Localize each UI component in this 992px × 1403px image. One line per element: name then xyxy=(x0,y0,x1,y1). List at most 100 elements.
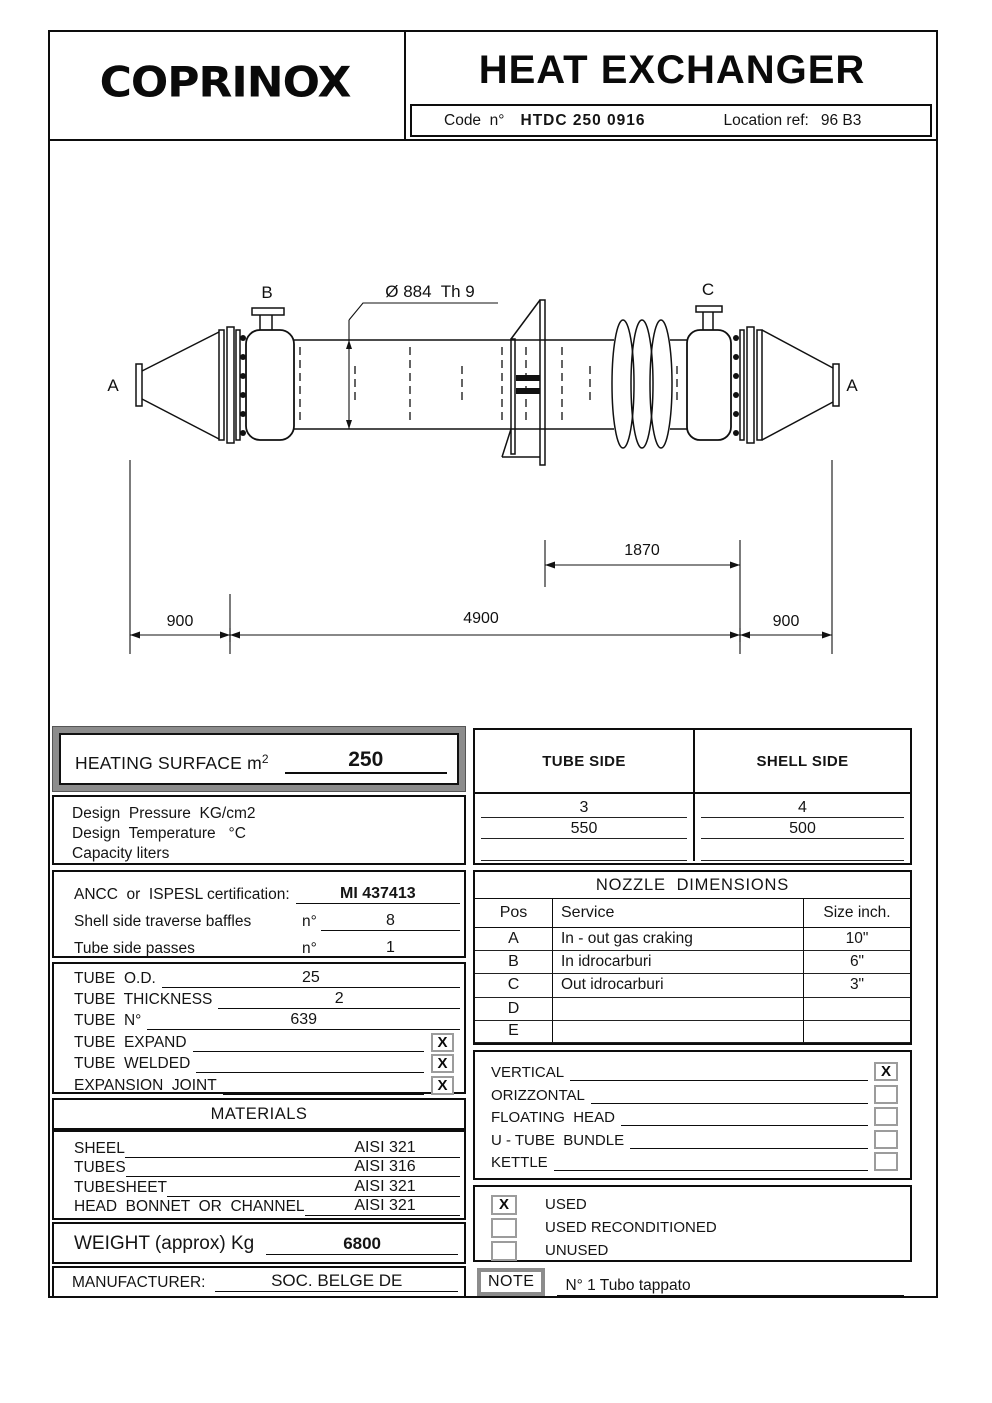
nozzle-row-a-size: 10" xyxy=(804,928,910,952)
nozzle-row-b-service: In idrocarburi xyxy=(553,951,804,975)
note-label-box: NOTE xyxy=(477,1268,546,1296)
passes-label: Tube side passes xyxy=(74,940,195,957)
note-row: NOTE N° 1 Tubo tappato xyxy=(473,1266,912,1296)
manufacturer-label: MANUFACTURER: xyxy=(72,1274,206,1291)
floating-head-checkbox xyxy=(874,1107,898,1126)
heating-surface-sup: 2 xyxy=(261,752,269,766)
dimension-arrows xyxy=(130,340,832,639)
tube-expand-label: TUBE EXPAND xyxy=(74,1033,187,1051)
orientation-box: VERTICAL X ORIZZONTAL FLOATING HEAD U - … xyxy=(473,1050,912,1180)
side-table: TUBE SIDE SHELL SIDE 3 4 550 500 xyxy=(473,728,912,865)
used-label: USED xyxy=(545,1196,587,1213)
pos-column-header: Pos xyxy=(475,899,553,927)
header-bottom-divider xyxy=(48,139,938,141)
tubes-value: AISI 316 xyxy=(354,1158,416,1175)
nozzle-dimensions-title: NOZZLE DIMENSIONS xyxy=(475,872,910,899)
dim-4900-label: 4900 xyxy=(463,610,499,627)
tube-od-label: TUBE O.D. xyxy=(74,970,156,987)
capacity-label: Capacity liters xyxy=(72,845,170,862)
u-tube-bundle-checkbox xyxy=(874,1129,898,1149)
orizzontal-checkbox xyxy=(874,1084,898,1104)
head-bonnet-label: HEAD BONNET OR CHANNEL xyxy=(74,1198,305,1215)
nozzle-row-a-service: In - out gas craking xyxy=(553,928,804,952)
passes-n-label: n° xyxy=(302,940,317,957)
certification-box: ANCC or ISPESL certification: MI 437413 … xyxy=(52,870,466,958)
tube-welded-label: TUBE WELDED xyxy=(74,1055,191,1072)
baffle-lines xyxy=(299,347,678,424)
materials-title-box: MATERIALS xyxy=(52,1098,466,1130)
tube-od-value: 25 xyxy=(161,969,460,988)
nozzle-row-e-pos: E xyxy=(475,1020,553,1043)
materials-title: MATERIALS xyxy=(210,1104,308,1123)
kettle-label: KETTLE xyxy=(491,1154,548,1171)
code-box: Code n° HTDC 250 0916 Location ref: 96 B… xyxy=(410,104,932,137)
shell-side-pressure: 4 xyxy=(701,799,904,818)
size-column-header: Size inch. xyxy=(823,904,891,921)
nozzle-row-e-service xyxy=(553,1020,804,1043)
note-label: NOTE xyxy=(488,1273,535,1290)
note-value: N° 1 Tubo tappato xyxy=(557,1277,904,1296)
company-logo: COPRINOX xyxy=(99,57,352,107)
nozzle-b-label: B xyxy=(261,283,272,302)
tube-thickness-value: 2 xyxy=(218,990,460,1009)
weight-label: WEIGHT (approx) Kg xyxy=(74,1233,255,1254)
design-temperature-label: Design Temperature °C xyxy=(72,825,246,842)
manufacturer-value: SOC. BELGE DE xyxy=(215,1271,458,1292)
certification-label: ANCC or ISPESL certification: xyxy=(74,886,290,903)
orizzontal-label: ORIZZONTAL xyxy=(491,1086,585,1104)
nozzle-row-d-pos: D xyxy=(475,997,553,1021)
nozzle-row-d-service xyxy=(553,997,804,1021)
tube-number-value: 639 xyxy=(147,1011,460,1030)
service-column-header: Service xyxy=(553,899,804,927)
nozzle-row-a-pos: A xyxy=(475,928,553,952)
used-reconditioned-checkbox xyxy=(491,1217,517,1238)
used-checkbox: X xyxy=(491,1194,517,1215)
location-ref-value: 96 B3 xyxy=(820,111,862,129)
page-title: HEAT EXCHANGER xyxy=(478,47,866,92)
condition-box: X USED USED RECONDITIONED UNUSED xyxy=(473,1185,912,1262)
tubesheet-value: AISI 321 xyxy=(354,1177,416,1195)
kettle-checkbox xyxy=(874,1152,898,1171)
certification-value: MI 437413 xyxy=(295,885,460,904)
shell-side-capacity xyxy=(701,859,904,861)
nozzle-a-right-label: A xyxy=(846,376,858,395)
shell-side-header: SHELL SIDE xyxy=(756,752,849,770)
vertical-label: VERTICAL xyxy=(491,1064,565,1081)
tube-box: TUBE O.D. 25 TUBE THICKNESS 2 TUBE N° 63… xyxy=(52,962,466,1095)
nozzle-dimensions-table: NOZZLE DIMENSIONS Pos Service Size inch.… xyxy=(473,870,912,1045)
dimension-lines xyxy=(129,302,833,654)
dim-900-right-label: 900 xyxy=(773,613,800,630)
header-vertical-divider xyxy=(404,30,406,141)
nozzle-row-c-pos: C xyxy=(475,974,553,998)
shell-side-temperature: 500 xyxy=(701,820,904,839)
nozzle-row-b-size: 6" xyxy=(804,951,910,975)
code-label: Code n° xyxy=(444,111,505,129)
expansion-joint-label: EXPANSION JOINT xyxy=(74,1076,217,1094)
heating-surface-value: 250 xyxy=(284,748,447,774)
sheel-label: SHEEL xyxy=(74,1139,125,1157)
unused-checkbox xyxy=(491,1240,517,1261)
weight-box: WEIGHT (approx) Kg 6800 xyxy=(52,1222,466,1264)
heat-exchanger-drawing: A B C A Ø 884 Th 9 1870 900 4900 900 xyxy=(107,280,858,654)
vertical-checkbox: X xyxy=(874,1062,898,1081)
code-value: HTDC 250 0916 xyxy=(520,111,646,129)
design-pressure-label: Design Pressure KG/cm2 xyxy=(72,805,256,822)
heating-surface-box: HEATING SURFACE m 2 250 xyxy=(52,726,466,792)
tube-side-temperature: 550 xyxy=(481,820,687,839)
tube-side-pressure: 3 xyxy=(481,799,687,818)
weight-value: 6800 xyxy=(266,1234,458,1255)
heating-surface-label: HEATING SURFACE m xyxy=(75,753,262,773)
nozzle-row-c-size: 3" xyxy=(804,974,910,998)
floating-head-label: FLOATING HEAD xyxy=(491,1109,615,1126)
nozzle-a-left-label: A xyxy=(107,376,119,395)
nozzle-row-b-pos: B xyxy=(475,951,553,975)
baffles-value: 8 xyxy=(320,912,460,931)
unused-label: UNUSED xyxy=(545,1242,609,1259)
baffles-label: Shell side traverse baffles xyxy=(74,913,252,930)
nozzle-c-label: C xyxy=(702,280,714,299)
materials-list-box: SHEEL AISI 321 TUBES AISI 316 TUBESHEET … xyxy=(52,1130,466,1220)
vessel-outline xyxy=(135,299,840,466)
u-tube-bundle-label: U - TUBE BUNDLE xyxy=(491,1131,625,1149)
design-box: Design Pressure KG/cm2 Design Temperatur… xyxy=(52,795,466,865)
